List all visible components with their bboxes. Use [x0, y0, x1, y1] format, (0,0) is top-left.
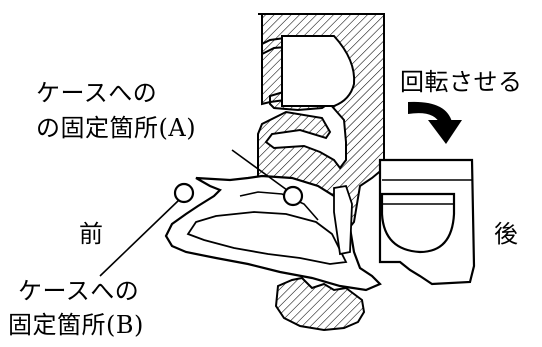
case-fix-b-label-line2: 固定箇所(B): [8, 311, 144, 339]
latch-inner-rib: [239, 191, 319, 221]
case-fix-a-label-line2: の固定箇所(A): [36, 114, 197, 142]
case-fix-a-label-line1: ケースへの: [36, 79, 158, 107]
latch-vertical-slot: [333, 184, 353, 256]
rotate-label: 回転させる: [400, 68, 523, 96]
case-base-hatched: [274, 276, 366, 332]
latch-inner-slot: [186, 211, 348, 265]
leader-line-b: [99, 199, 180, 277]
fixing-pin-b: [173, 182, 195, 204]
fixing-pin-a: [282, 185, 304, 207]
curved-arrow-down-icon: [408, 101, 462, 144]
leader-line-a: [231, 149, 288, 191]
case-inner-groove: [281, 35, 356, 107]
rear-label: 後: [494, 220, 519, 248]
case-fix-b-label-line1: ケースへの: [18, 277, 140, 305]
rear-housing-u-cut: [380, 192, 456, 254]
front-label: 前: [79, 220, 104, 248]
